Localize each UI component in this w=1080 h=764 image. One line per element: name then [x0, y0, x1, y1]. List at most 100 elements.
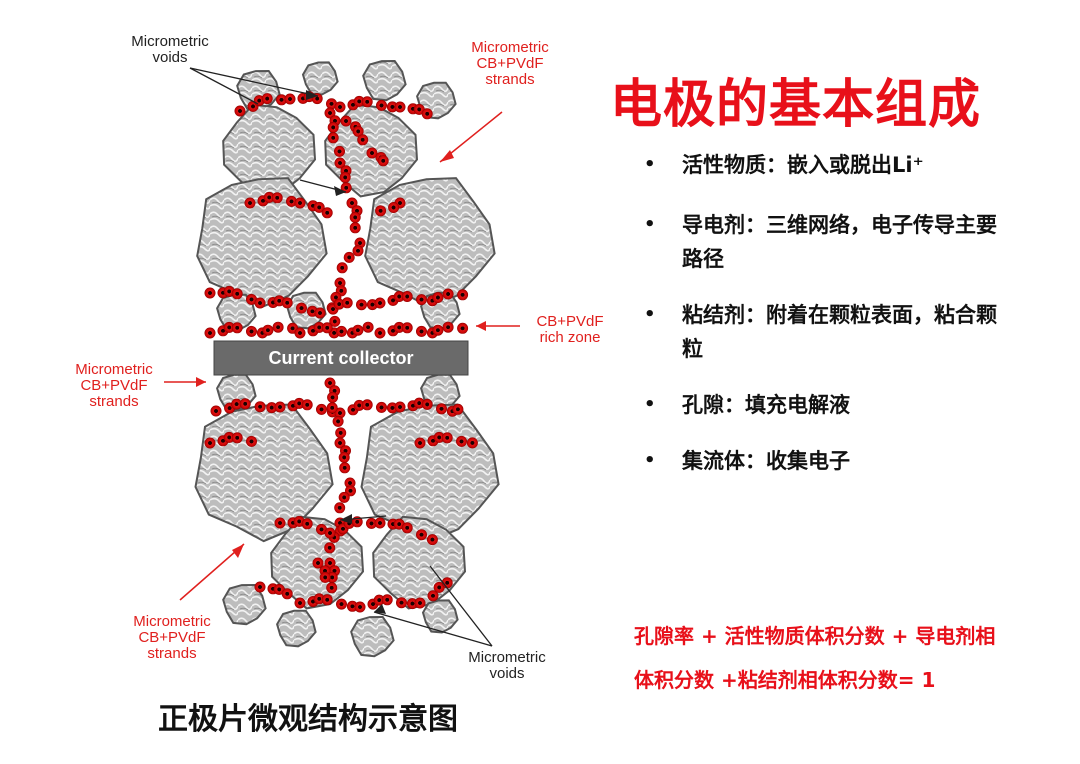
active-particle	[362, 59, 407, 102]
conductive-particle	[334, 502, 346, 514]
conductive-particle	[239, 398, 251, 410]
active-particle	[301, 61, 339, 96]
current-collector-bar	[213, 340, 469, 376]
conductive-particle	[415, 529, 427, 541]
conductive-particle	[457, 322, 469, 334]
conductive-particle	[315, 403, 327, 415]
conductive-particle	[319, 571, 331, 583]
conductive-particle	[401, 290, 413, 302]
conductive-particle	[294, 597, 306, 609]
conductive-particle	[231, 322, 243, 334]
bullet-binder: 粘结剂：附着在颗粒表面，粘合颗粒	[640, 298, 1002, 366]
conductive-particle	[357, 134, 369, 146]
active-particle	[350, 615, 395, 658]
conductive-particle	[455, 435, 467, 447]
conductive-particle	[234, 105, 246, 117]
conductive-particle	[374, 517, 386, 529]
conductive-particle	[375, 205, 387, 217]
conductive-particle	[354, 601, 366, 613]
conductive-particle	[355, 299, 367, 311]
conductive-particle	[312, 557, 324, 569]
conductive-particle	[335, 325, 347, 337]
conductive-particle	[332, 415, 344, 427]
component-list: 活性物质：嵌入或脱出Li⁺ 导电剂：三维网络，电子传导主要路径 粘结剂：附着在颗…	[640, 148, 1060, 478]
active-particle	[364, 177, 496, 309]
label-strands-bottom: Micrometric CB+PVdF strands	[133, 613, 211, 662]
conductive-particle	[457, 289, 469, 301]
conductive-particle	[340, 115, 352, 127]
page-title: 电极的基本组成	[610, 75, 982, 135]
conductive-particle	[341, 297, 353, 309]
conductive-particle	[335, 598, 347, 610]
conductive-particle	[274, 517, 286, 529]
label-rich-zone: CB+PVdF rich zone	[536, 313, 604, 346]
conductive-particle	[377, 155, 389, 167]
conductive-particle	[415, 325, 427, 337]
conductive-particle	[427, 590, 439, 602]
conductive-particle	[261, 93, 273, 105]
conductive-particle	[334, 157, 346, 169]
conductive-particle	[210, 405, 222, 417]
conductive-particle	[295, 302, 307, 314]
conductive-particle	[324, 542, 336, 554]
conductive-particle	[415, 294, 427, 306]
arrow-heads	[196, 150, 486, 558]
conductive-particle	[361, 96, 373, 108]
label-voids-top: Micrometric voids	[131, 33, 209, 66]
conductive-particle	[421, 398, 433, 410]
conductive-particle	[349, 222, 361, 234]
conductive-particle	[381, 594, 393, 606]
conductive-particle	[366, 147, 378, 159]
conductive-particle	[395, 597, 407, 609]
conductive-particle	[338, 491, 350, 503]
conductive-particle	[414, 597, 426, 609]
conductive-particle	[281, 297, 293, 309]
conductive-particle	[452, 403, 464, 415]
conductive-particle	[375, 401, 387, 413]
conductive-particle	[334, 101, 346, 113]
conductive-particle	[246, 435, 258, 447]
conductive-particle	[339, 171, 351, 183]
label-strands-left: Micrometric CB+PVdF strands	[75, 361, 153, 410]
conductive-particle	[244, 197, 256, 209]
conductive-particle	[324, 107, 336, 119]
conductive-particle	[466, 437, 478, 449]
conductive-particle	[374, 297, 386, 309]
conductive-particle	[352, 125, 364, 137]
conductive-particle	[338, 451, 350, 463]
conductive-particle	[274, 401, 286, 413]
conductive-particle	[294, 197, 306, 209]
conductive-particle	[336, 262, 348, 274]
conductive-particle	[326, 402, 338, 414]
conductive-particle	[204, 437, 216, 449]
diagram-caption: 正极片微观结构示意图	[158, 702, 458, 737]
conductive-particle	[246, 325, 258, 337]
conductive-particle	[281, 588, 293, 600]
conductive-particle	[362, 321, 374, 333]
conductive-particle	[327, 121, 339, 133]
conductive-particle	[231, 432, 243, 444]
bullet-pore: 孔隙：填充电解液	[640, 388, 1060, 422]
bullet-conductive-agent: 导电剂：三维网络，电子传导主要路径	[640, 208, 1002, 276]
active-particle	[421, 599, 459, 634]
conductive-particle	[340, 182, 352, 194]
conductive-particle	[231, 288, 243, 300]
label-strands-top: Micrometric CB+PVdF strands	[471, 39, 549, 88]
conductive-particle	[394, 101, 406, 113]
conductive-particle	[401, 522, 413, 534]
conductive-particle	[321, 207, 333, 219]
conductive-particle	[327, 391, 339, 403]
conductive-particle	[254, 581, 266, 593]
conductive-particle	[272, 321, 284, 333]
conductive-particle	[442, 321, 454, 333]
porosity-formula: 孔隙率 + 活性物质体积分数 + 导电剂相体积分数 +粘结剂相体积分数= 1	[634, 624, 996, 692]
conductive-particle	[204, 327, 216, 339]
conductive-binder-network	[204, 91, 478, 613]
conductive-particle	[329, 315, 341, 327]
conductive-particle	[324, 527, 336, 539]
conductive-particle	[442, 288, 454, 300]
conductive-particle	[441, 432, 453, 444]
conductive-particle	[321, 594, 333, 606]
conductive-particle	[333, 145, 345, 157]
conductive-particle	[361, 399, 373, 411]
